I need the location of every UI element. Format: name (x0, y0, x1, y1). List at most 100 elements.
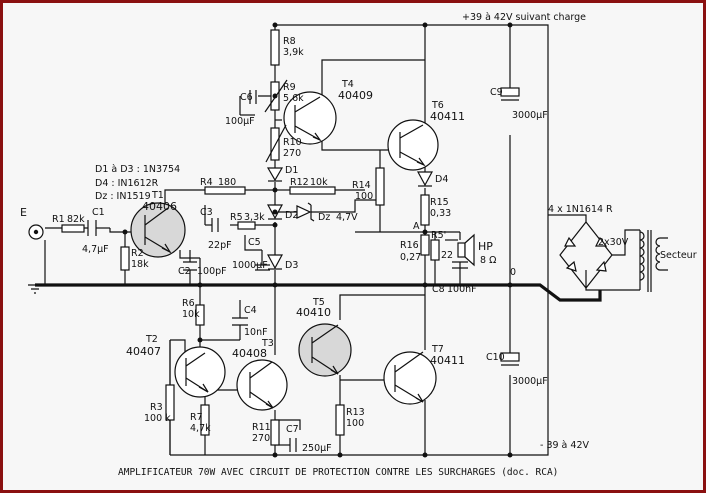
resistor-r3 (165, 384, 175, 421)
c6-name: C6 (240, 92, 253, 103)
c1-value: 4,7µF (82, 244, 109, 255)
r3-value: 100 k (144, 413, 171, 424)
t3-name: T3 (261, 338, 274, 349)
c3-name: C3 (200, 207, 213, 218)
r16-name: R16 (400, 240, 419, 251)
r8-name: R8 (283, 36, 296, 47)
d2-name: D2 (285, 210, 298, 221)
c4-name: C4 (244, 305, 257, 316)
t6-type: 40411 (430, 110, 465, 123)
resistor-r6 (195, 304, 205, 326)
t3-type: 40408 (232, 347, 267, 360)
resistor-r16 (420, 234, 430, 256)
diagram-caption: AMPLIFICATEUR 70W AVEC CIRCUIT DE PROTEC… (118, 467, 558, 478)
capacitor-c6 (249, 90, 257, 104)
r6-name: R6 (182, 298, 195, 309)
transformer-primary: Secteur (660, 250, 697, 261)
transformer (639, 230, 668, 292)
resistor-bodies (61, 29, 440, 446)
r16-value: 0,27 (400, 252, 421, 263)
resistor-r13 (335, 404, 345, 436)
r15-name: R15 (430, 197, 449, 208)
r8-value: 3,9k (283, 47, 304, 58)
t2-name: T2 (145, 334, 158, 345)
capacitor-c8 (452, 261, 468, 269)
capacitor-c1 (87, 220, 97, 236)
bridge-label: 4 x 1N1614 R (548, 204, 613, 215)
t5-name: T5 (312, 297, 325, 308)
transistor-t5 (298, 323, 352, 377)
resistor-r8 (270, 29, 280, 66)
c1-name: C1 (92, 207, 105, 218)
diode-d4 (416, 171, 434, 187)
capacitor-c7 (289, 438, 297, 452)
capacitor-c10 (500, 352, 520, 362)
t2-type: 40407 (126, 345, 161, 358)
ground-symbol (28, 284, 42, 294)
resistor-r14 (375, 167, 385, 206)
speaker-name: HP (478, 240, 493, 253)
resistor-r11 (270, 419, 280, 446)
r10-name: R10 (283, 137, 302, 148)
c5-value: 1000µF (232, 260, 268, 271)
r7-name: R7 (190, 412, 203, 423)
d3-name: D3 (285, 260, 298, 271)
d4-name: D4 (435, 174, 448, 185)
node-zero-label: 0 (510, 267, 516, 278)
c8-value: 100nF (447, 284, 477, 295)
transistor-t3 (236, 359, 288, 411)
input-jack: E (20, 206, 44, 240)
c8-name: C8 (432, 284, 445, 295)
transistor-t6 (387, 119, 439, 171)
r5-value: 3,3k (244, 212, 265, 223)
t6-name: T6 (431, 100, 444, 111)
capacitor-c9 (500, 87, 520, 97)
diode-d1 (266, 167, 284, 182)
r2-value: 18k (131, 259, 149, 270)
r10-wiper (265, 124, 287, 163)
c10-name: C10 (486, 352, 505, 363)
resistor-r2 (120, 246, 130, 271)
diode-d3 (266, 254, 284, 270)
bridge-rectifier (559, 221, 613, 289)
r3-name: R3 (150, 402, 163, 413)
speaker-hp (457, 233, 475, 267)
r9-name: R9 (283, 82, 296, 93)
speaker-value: 8 Ω (480, 255, 496, 266)
resistor-r10 (270, 127, 280, 161)
capacitor-c2 (183, 261, 197, 271)
legend-line-3: Dz : IN1519 (95, 191, 151, 202)
transistor-t1 (130, 202, 186, 258)
r13-value: 100 (346, 418, 364, 429)
r5-name: R5 (230, 212, 243, 223)
c7-value: 250µF (302, 443, 332, 454)
resistor-r1 (61, 224, 85, 233)
t5-type: 40410 (296, 306, 331, 319)
transformer-secondary: 2x30V (598, 237, 629, 248)
legend-line-2: D4 : IN1612R (95, 178, 159, 189)
r11-name: R11 (252, 422, 271, 433)
r13-name: R13 (346, 407, 365, 418)
r12-name: R12 (290, 177, 309, 188)
resistor-r12 (289, 186, 336, 195)
r15-value: 0,33 (430, 208, 451, 219)
ground-bus (35, 283, 602, 302)
r4-value: 180 (218, 177, 236, 188)
c9-value: 3000µF (512, 110, 548, 121)
resistor-r15 (420, 194, 430, 226)
r11-value: 270 (252, 433, 270, 444)
capacitor-c3 (211, 218, 219, 232)
r1-name: R1 (52, 214, 65, 225)
positive-rail-label: +39 à 42V suivant charge (462, 12, 586, 23)
dz-name: Dz (318, 212, 330, 223)
c5-name: C5 (248, 237, 261, 248)
resistor-r4 (204, 186, 246, 195)
capacitor-c4 (232, 317, 248, 326)
node-a-label: A (413, 221, 420, 232)
wiring (44, 24, 641, 456)
r7-value: 4,7k (190, 423, 211, 434)
r14-name: R14 (352, 180, 371, 191)
resistor-r5b (430, 239, 440, 261)
